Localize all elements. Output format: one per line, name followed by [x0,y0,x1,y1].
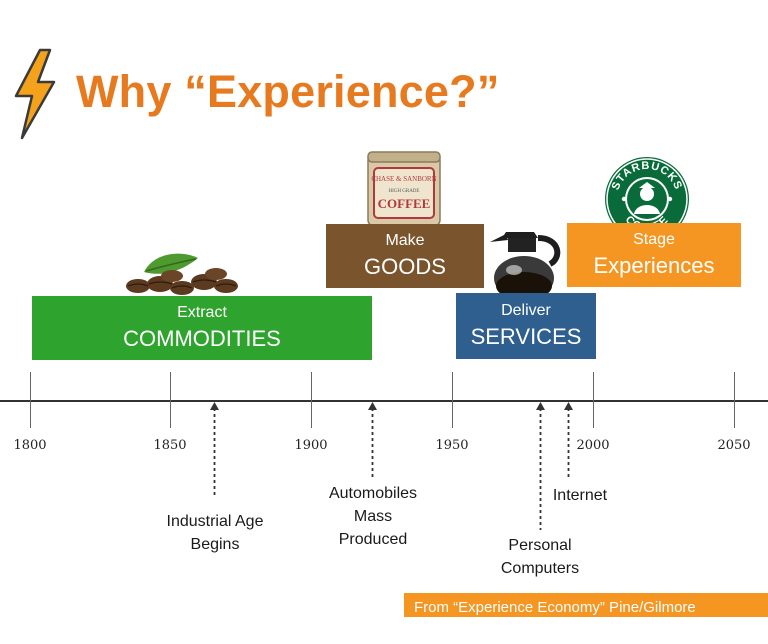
event-line: Industrial Age [166,513,264,530]
citation-banner: From “Experience Economy” Pine/Gilmore [404,593,768,617]
event-line: Internet [552,487,608,504]
tick-mark-1850 [170,372,171,428]
coffee-can-image: CHASE & SANBORN HIGH GRADE COFFEE [367,151,441,227]
event-line: Mass [353,508,393,525]
experiences-label: Experiences [593,253,715,278]
internet-arrow [564,402,573,480]
lightning-bolt-icon [14,48,56,140]
starbucks-logo: STARBUCKS COFFEE [605,157,689,241]
tick-mark-2000 [593,372,594,428]
timeline-axis [0,400,768,402]
industrial-age-arrow [210,402,219,498]
services-box: Deliver SERVICES [456,293,596,359]
commodities-verb: Extract [177,304,227,321]
can-grade-text: HIGH GRADE [389,189,420,194]
event-line: Personal [508,537,572,554]
tick-label: 2000 [576,438,610,453]
services-label: SERVICES [470,324,582,349]
event-line: Computers [500,560,580,577]
goods-box: Make GOODS [326,224,484,288]
coffee-beans-image [126,253,238,295]
tick-label: 1900 [294,438,328,453]
commodities-label: COMMODITIES [123,326,281,351]
services-verb: Deliver [501,302,551,319]
tick-mark-2050 [734,372,735,428]
coffee-pot-image [490,232,561,302]
goods-label: GOODS [364,254,446,279]
page-title: Why “Experience?” [76,66,500,117]
automobiles-label: Automobiles Mass Produced [313,482,433,551]
personal-computers-arrow [536,402,545,530]
can-brand-text: CHASE & SANBORN [371,175,436,183]
tick-label: 1950 [435,438,469,453]
commodities-box: Extract COMMODITIES [32,296,372,360]
tick-label: 1850 [153,438,187,453]
internet-label: Internet [540,484,620,507]
tick-mark-1900 [311,372,312,428]
tick-mark-1950 [452,372,453,428]
industrial-age-label: Industrial Age Begins [155,510,275,556]
personal-computers-label: Personal Computers [485,534,595,580]
can-coffee-text: COFFEE [378,196,431,211]
tick-mark-1800 [30,372,31,428]
event-line: Begins [190,536,240,553]
experiences-verb: Stage [633,231,675,248]
tick-label: 2050 [717,438,751,453]
tick-label: 1800 [13,438,47,453]
event-line: Produced [338,531,408,548]
event-line: Automobiles [328,485,418,502]
experiences-box: Stage Experiences [567,223,741,287]
goods-verb: Make [385,232,425,249]
automobiles-arrow [368,402,377,478]
